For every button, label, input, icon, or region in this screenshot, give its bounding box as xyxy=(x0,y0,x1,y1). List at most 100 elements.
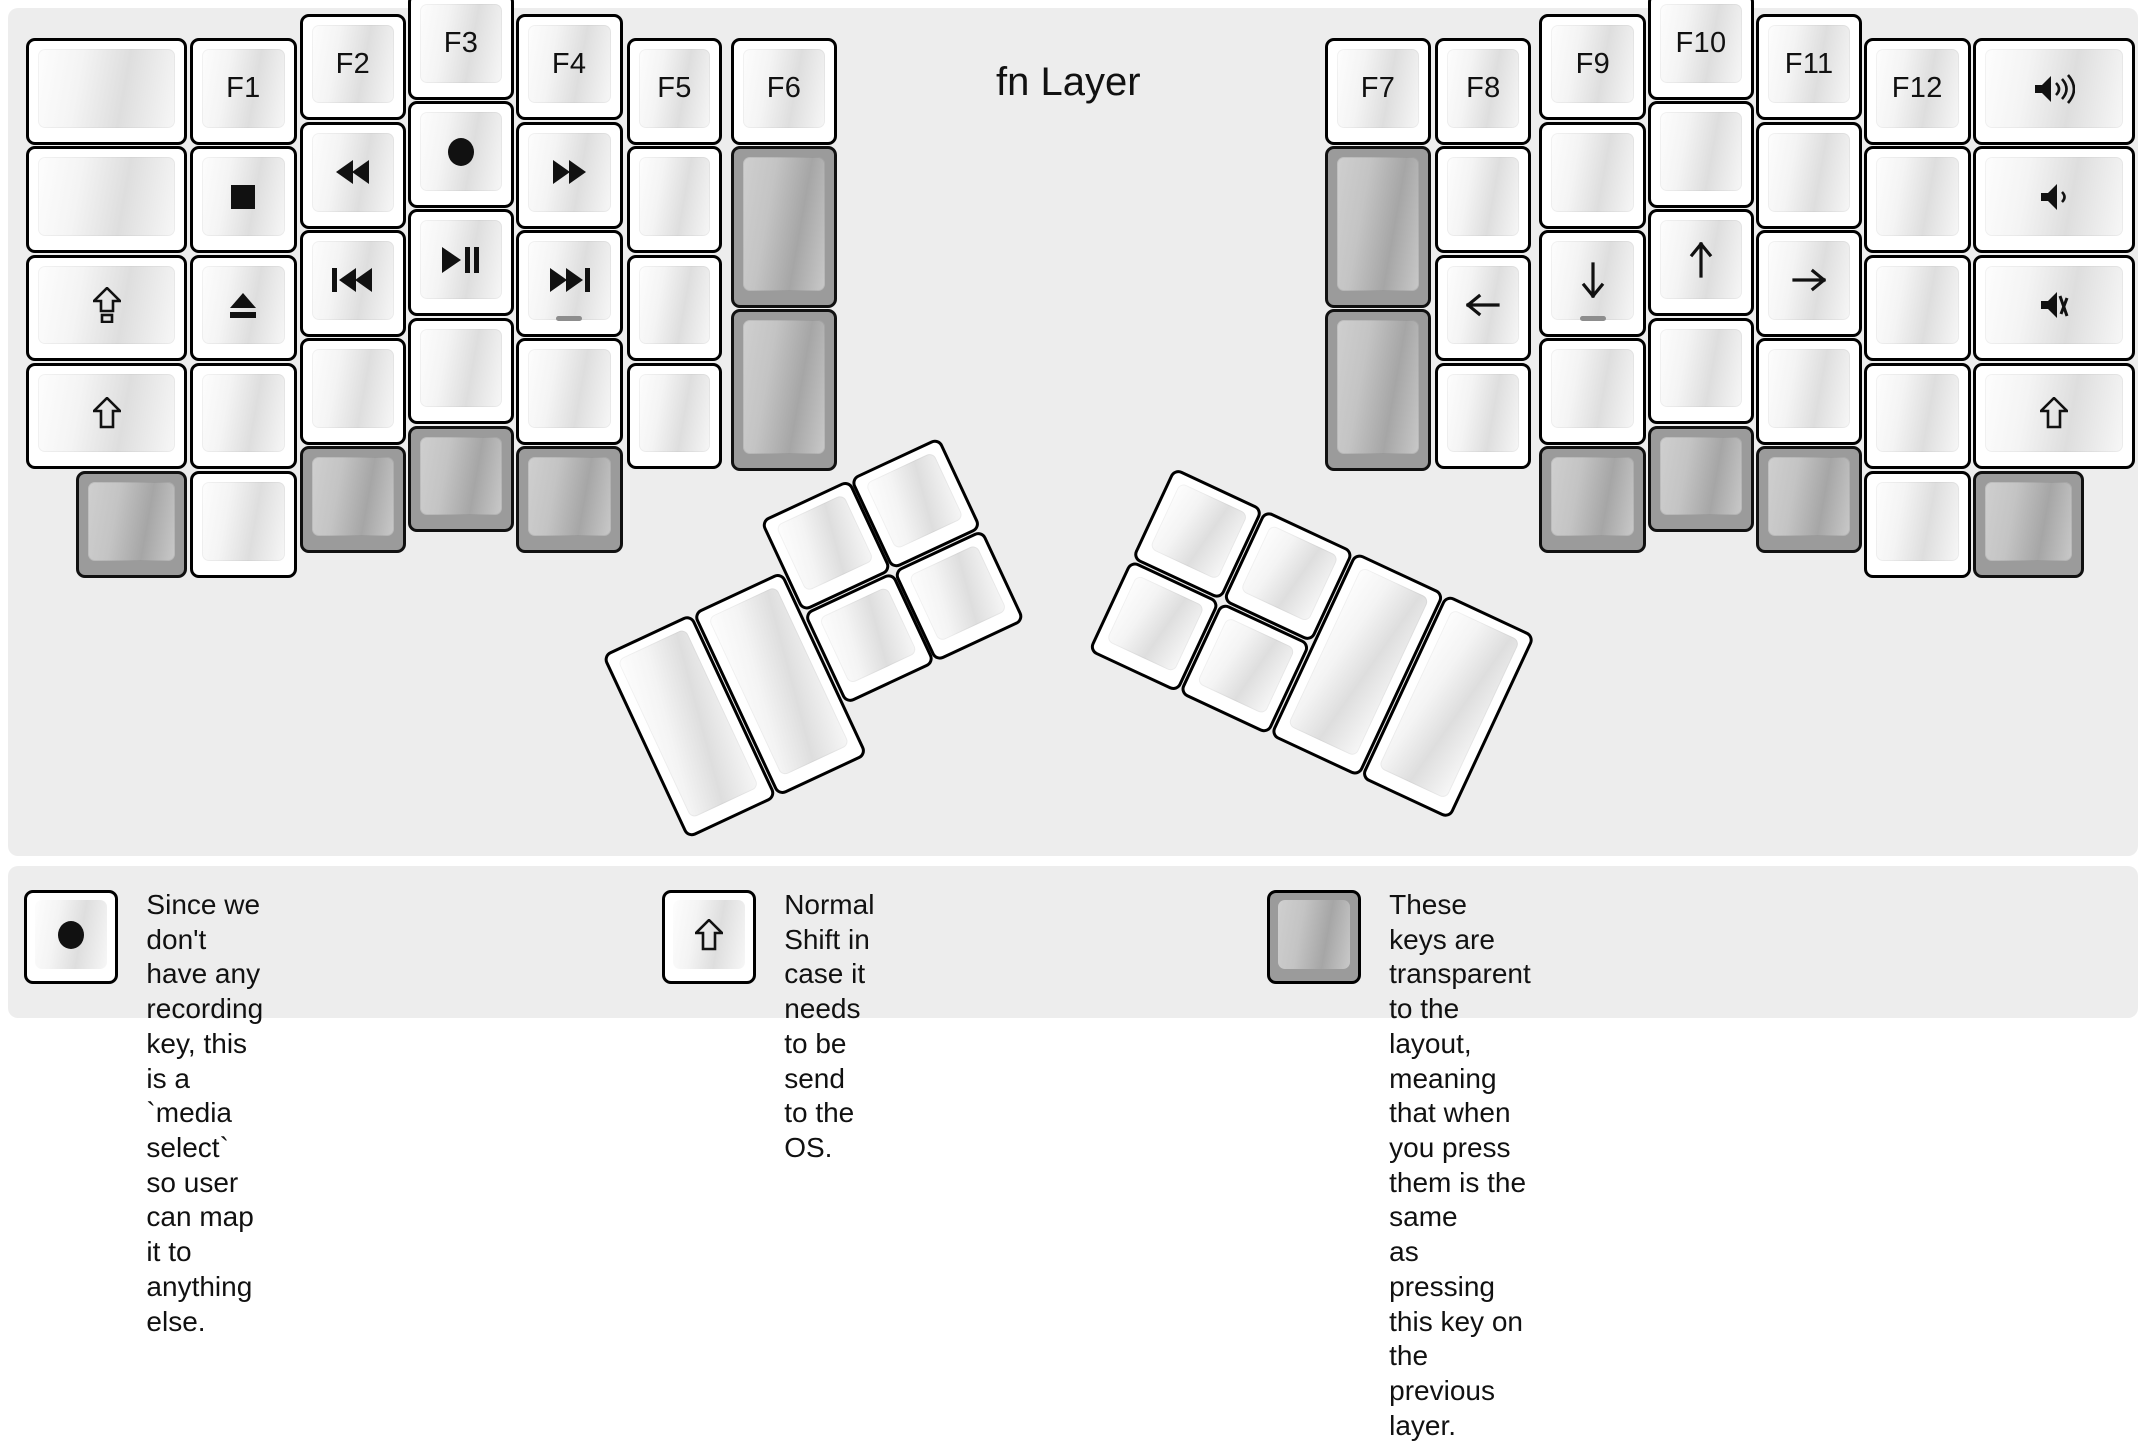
key-left-pinky-column-2[interactable] xyxy=(190,254,297,362)
key-left-index-column-1[interactable] xyxy=(515,121,623,229)
key-right-inner-index-column-3[interactable] xyxy=(1435,362,1532,470)
key-right-outer-column-4[interactable] xyxy=(1973,470,2085,578)
keycap-label: F7 xyxy=(1360,72,1396,105)
key-left-index-column-0[interactable]: F4 xyxy=(515,13,623,121)
keycap-face xyxy=(865,451,964,550)
key-left-pinky-column-0[interactable]: F1 xyxy=(190,38,297,146)
key-right-index-column-3[interactable] xyxy=(1539,338,1647,445)
keycap-label: F2 xyxy=(335,47,371,80)
key-left-outer-column-0[interactable] xyxy=(25,38,188,146)
keycap-face xyxy=(1551,240,1635,320)
arrow-up-icon xyxy=(1687,241,1715,278)
key-right-inner-index-column-1[interactable] xyxy=(1435,146,1532,254)
keycap-face xyxy=(1447,157,1520,237)
key-right-inner-column-2[interactable] xyxy=(1324,309,1432,471)
key-right-index-column-2[interactable] xyxy=(1539,229,1647,337)
key-right-pinky-column-4[interactable] xyxy=(1863,470,1971,578)
key-right-inner-column-1[interactable] xyxy=(1324,146,1432,308)
key-left-outer-column-4[interactable] xyxy=(76,470,188,578)
media-record-icon xyxy=(446,137,476,167)
key-left-inner-index-column-3[interactable] xyxy=(626,362,723,470)
keycap-face xyxy=(1985,157,2123,237)
media-previous-track-icon xyxy=(331,267,374,293)
key-right-inner-index-column-2[interactable] xyxy=(1435,254,1532,362)
keycap-face: F1 xyxy=(202,49,285,129)
keycap-face: F8 xyxy=(1447,49,1520,129)
keycap-face xyxy=(37,265,176,345)
keycap-face: F3 xyxy=(419,4,503,83)
key-left-inner-index-column-0[interactable]: F5 xyxy=(626,38,723,146)
volume-down-icon xyxy=(2039,182,2069,212)
legend-sample-key-2 xyxy=(1267,890,1362,984)
key-left-inner-column-1[interactable] xyxy=(730,146,838,308)
key-left-ring-column-4[interactable] xyxy=(299,446,407,553)
key-right-middle-column-1[interactable] xyxy=(1647,101,1755,209)
keycap-face xyxy=(1105,574,1205,673)
key-left-middle-column-2[interactable] xyxy=(407,209,515,317)
keycap-face xyxy=(1659,436,1743,516)
key-right-ring-column-0[interactable]: F11 xyxy=(1755,13,1863,121)
arrow-left-icon xyxy=(1466,291,1500,319)
key-right-ring-column-4[interactable] xyxy=(1755,446,1863,553)
keycap-face xyxy=(1985,265,2123,345)
key-right-pinky-column-0[interactable]: F12 xyxy=(1863,38,1971,146)
key-left-index-column-4[interactable] xyxy=(515,446,623,553)
key-left-middle-column-4[interactable] xyxy=(407,425,515,533)
key-left-ring-column-1[interactable] xyxy=(299,121,407,229)
key-right-inner-index-column-0[interactable]: F8 xyxy=(1435,38,1532,146)
keycap-face: F10 xyxy=(1659,4,1743,83)
keycap-label: F11 xyxy=(1784,47,1834,80)
key-right-pinky-column-3[interactable] xyxy=(1863,362,1971,470)
key-left-middle-column-1[interactable] xyxy=(407,101,515,209)
key-left-inner-column-2[interactable] xyxy=(730,309,838,471)
keycap-face xyxy=(638,373,711,453)
keycap-face xyxy=(527,349,611,428)
key-right-index-column-4[interactable] xyxy=(1539,446,1647,553)
key-right-middle-column-2[interactable] xyxy=(1647,209,1755,317)
key-right-middle-column-0[interactable]: F10 xyxy=(1647,0,1755,100)
keycap-face xyxy=(1196,617,1295,715)
key-right-middle-column-3[interactable] xyxy=(1647,317,1755,425)
key-right-outer-column-0[interactable] xyxy=(1973,38,2135,146)
key-right-ring-column-2[interactable] xyxy=(1755,229,1863,337)
key-right-index-column-0[interactable]: F9 xyxy=(1539,13,1647,121)
keycap-face: F12 xyxy=(1875,49,1959,129)
key-left-outer-column-1[interactable] xyxy=(25,146,188,254)
key-right-pinky-column-1[interactable] xyxy=(1863,146,1971,254)
key-right-outer-column-1[interactable] xyxy=(1973,146,2135,254)
key-right-outer-column-3[interactable] xyxy=(1973,362,2135,470)
key-left-pinky-column-1[interactable] xyxy=(190,146,297,254)
key-left-pinky-column-4[interactable] xyxy=(190,470,297,578)
key-left-outer-column-2[interactable] xyxy=(25,254,188,362)
key-right-index-column-1[interactable] xyxy=(1539,121,1647,229)
key-left-pinky-column-3[interactable] xyxy=(190,362,297,470)
key-right-ring-column-3[interactable] xyxy=(1755,338,1863,445)
key-left-outer-column-3[interactable] xyxy=(25,362,188,470)
keycap-face xyxy=(1985,481,2073,561)
keycap-face xyxy=(311,349,395,428)
key-right-inner-column-0[interactable]: F7 xyxy=(1324,38,1432,146)
key-left-middle-column-3[interactable] xyxy=(407,317,515,425)
arrow-down-icon xyxy=(1579,262,1607,299)
key-left-middle-column-0[interactable]: F3 xyxy=(407,0,515,100)
key-left-inner-index-column-1[interactable] xyxy=(626,146,723,254)
keycap-face xyxy=(527,240,611,320)
legend-sample-key-1 xyxy=(662,890,757,984)
keycap-face: F6 xyxy=(742,49,826,129)
key-left-index-column-3[interactable] xyxy=(515,338,623,445)
key-left-inner-index-column-2[interactable] xyxy=(626,254,723,362)
key-right-outer-column-2[interactable] xyxy=(1973,254,2135,362)
keycap-face xyxy=(638,157,711,237)
key-left-inner-column-0[interactable]: F6 xyxy=(730,38,838,146)
legend-sample-keycap-face xyxy=(35,900,108,969)
key-right-ring-column-1[interactable] xyxy=(1755,121,1863,229)
key-left-ring-column-0[interactable]: F2 xyxy=(299,13,407,121)
key-right-pinky-column-2[interactable] xyxy=(1863,254,1971,362)
keycap-face xyxy=(1551,349,1635,428)
keycap-face xyxy=(1447,373,1520,453)
key-left-ring-column-2[interactable] xyxy=(299,229,407,337)
key-right-middle-column-4[interactable] xyxy=(1647,425,1755,533)
key-left-index-column-2[interactable] xyxy=(515,229,623,337)
key-left-ring-column-3[interactable] xyxy=(299,338,407,445)
